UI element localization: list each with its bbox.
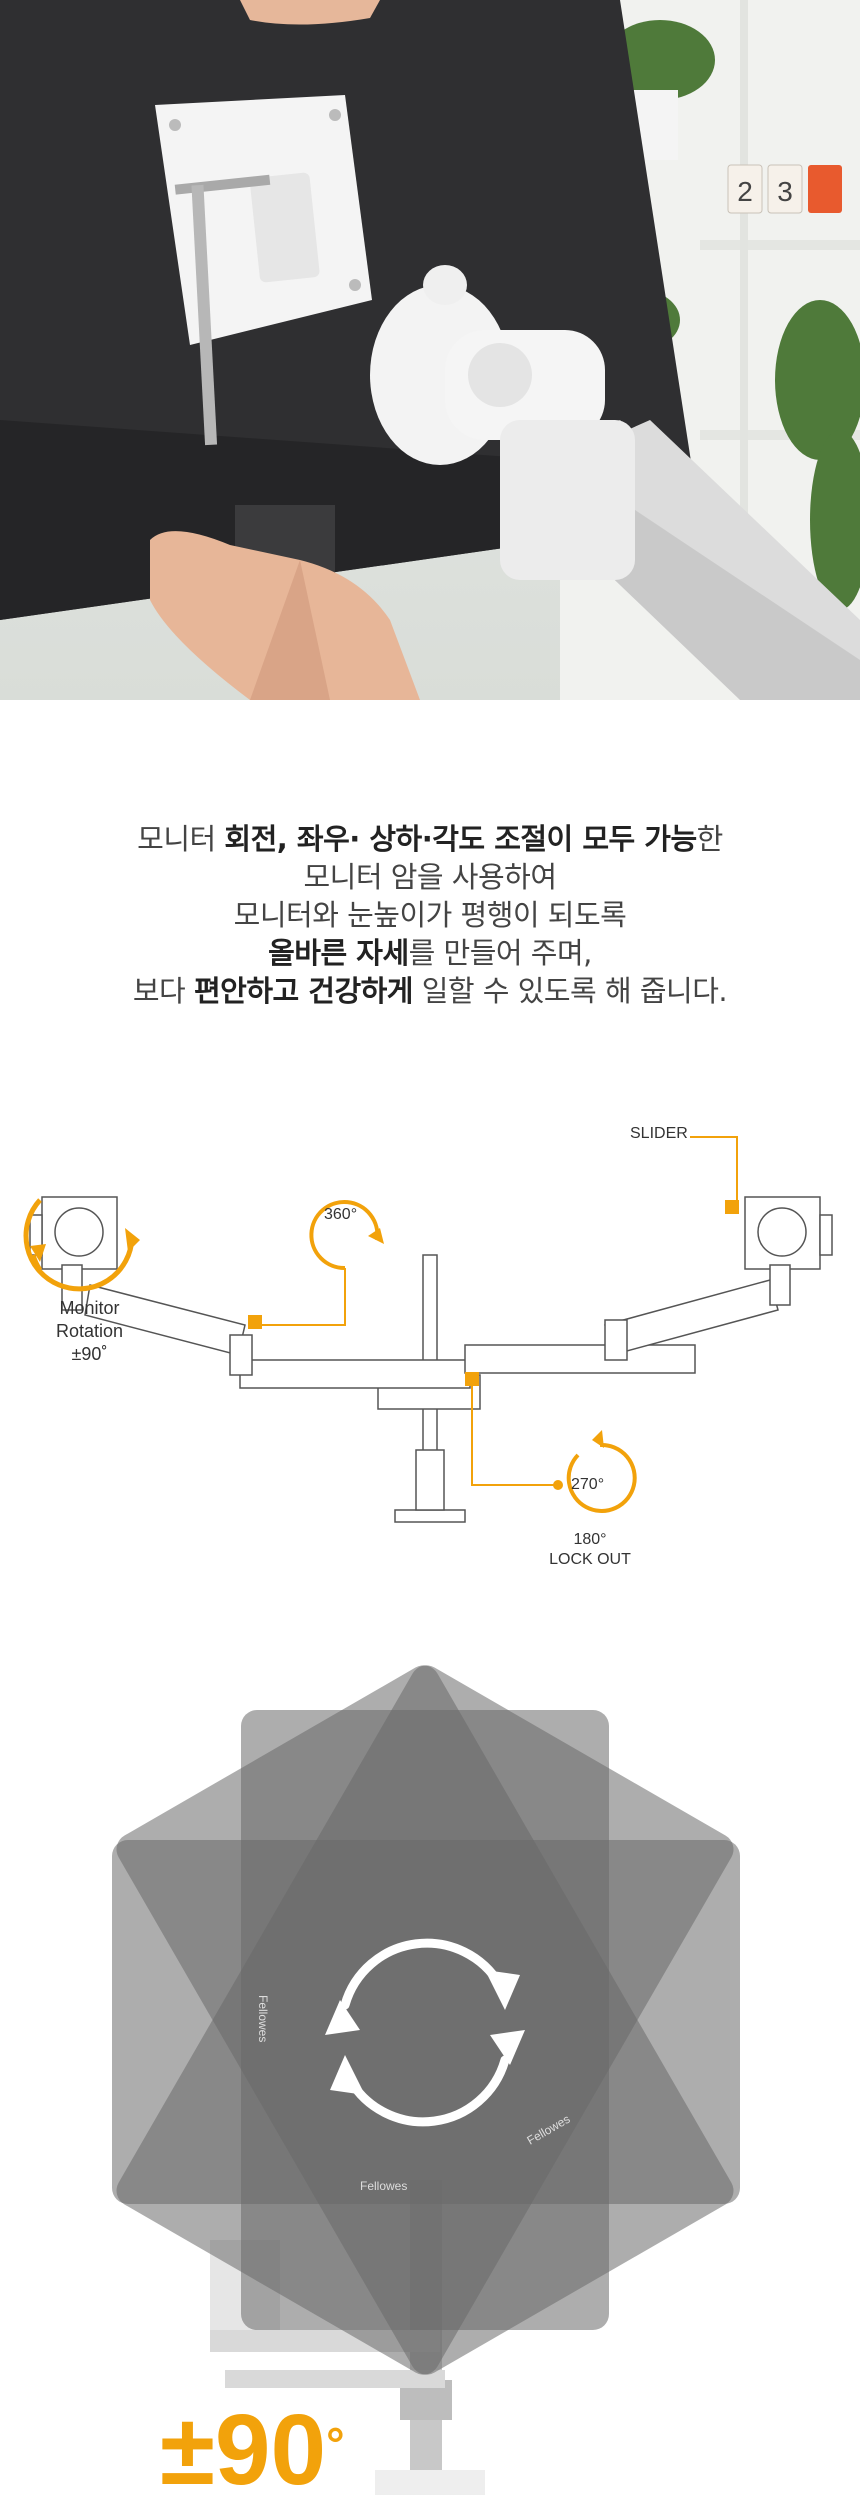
tilt-label: 270° bbox=[571, 1476, 605, 1493]
swivel-label: 360° bbox=[324, 1206, 358, 1223]
description-line-5: 보다 편안하고 건강하게 일할 수 있도록 해 줍니다. bbox=[0, 972, 860, 1010]
rotation-line: Rotation bbox=[55, 1321, 124, 1341]
calendar-digit-2: 3 bbox=[777, 176, 793, 207]
text-span: 를 만들어 주며, bbox=[408, 936, 593, 970]
rotation-value: ±90 bbox=[160, 2394, 327, 2495]
rotating-monitors-graphic: Fellowes Fellowes Fellowes bbox=[112, 1665, 740, 2495]
bold-span: 편안하고 건강하게 bbox=[193, 974, 414, 1008]
lock-out-line: 180° bbox=[573, 1531, 607, 1548]
adjustment-diagram: SLIDER Monitor Rotation ±90˚ 360° 270° 1… bbox=[0, 1110, 860, 1590]
slider-label: SLIDER bbox=[630, 1125, 688, 1142]
monitor-rotation-label: Monitor Rotation ±90˚ bbox=[42, 1297, 137, 1366]
text-span: 보다 bbox=[132, 974, 194, 1008]
swivel-arc-icon bbox=[309, 1200, 380, 1271]
product-photo: 2 3 bbox=[0, 0, 860, 700]
lock-out-line: LOCK OUT bbox=[549, 1551, 631, 1568]
dual-arm-diagram bbox=[23, 1136, 833, 1523]
rotation-unit: ° bbox=[326, 2418, 345, 2470]
monitor-panels bbox=[112, 1665, 740, 2375]
brand-mark: Fellowes bbox=[256, 1995, 270, 2042]
tilt-arc-icon bbox=[566, 1442, 637, 1513]
monitor-mount-photo: 2 3 bbox=[0, 0, 860, 700]
rotation-illustration: Fellowes Fellowes Fellowes bbox=[0, 1660, 860, 2495]
text-span: 일할 수 있도록 해 줍니다. bbox=[413, 974, 728, 1008]
description-line-2: 모니터 암을 사용하여 bbox=[303, 860, 557, 894]
bold-span: 올바른 자세 bbox=[268, 936, 409, 970]
rotation-line: ±90˚ bbox=[71, 1344, 108, 1364]
bold-span: 회전, 좌우· 상하·각도 조절이 모두 가능 bbox=[224, 822, 697, 856]
rotation-degree-value: ±90° bbox=[160, 2400, 345, 2495]
text-span: 모니터 bbox=[137, 822, 225, 856]
rotate-arrows-icon bbox=[340, 1938, 510, 2127]
text-span: 한 bbox=[696, 822, 724, 856]
description-line-3: 모니터와 눈높이가 평행이 되도록 bbox=[233, 898, 627, 932]
monitor-rotation-arc-icon bbox=[23, 1198, 135, 1292]
brand-mark: Fellowes bbox=[360, 2179, 407, 2193]
feature-description: 모니터 회전, 좌우· 상하·각도 조절이 모두 가능한 모니터 암을 사용하여… bbox=[0, 820, 860, 1010]
lock-out-label: 180° LOCK OUT bbox=[540, 1530, 640, 1570]
description-line-4: 올바른 자세를 만들어 주며, bbox=[0, 934, 860, 972]
calendar-blocks: 2 3 bbox=[727, 164, 842, 214]
description-line-1: 모니터 회전, 좌우· 상하·각도 조절이 모두 가능한 bbox=[0, 820, 860, 858]
calendar-digit-1: 2 bbox=[737, 176, 753, 207]
rotation-line: Monitor bbox=[59, 1298, 120, 1318]
